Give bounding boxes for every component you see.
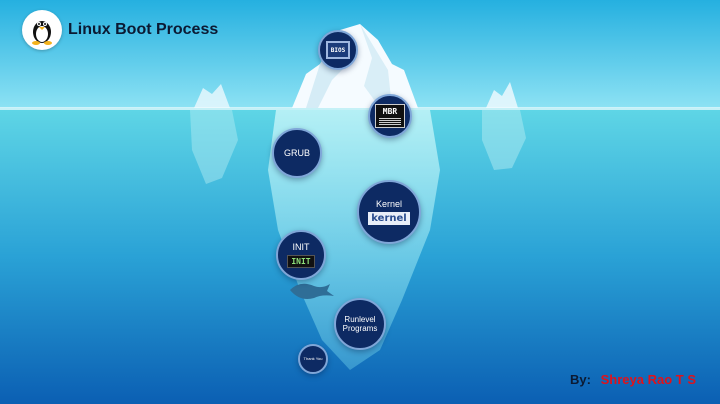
main-iceberg-body — [268, 110, 440, 370]
kernel-node[interactable]: Kernel kernel — [357, 180, 421, 244]
thank-you-label: Thank You — [303, 355, 323, 361]
page-title: Linux Boot Process — [68, 21, 219, 38]
whale-icon — [290, 283, 334, 299]
thank-you-node[interactable]: Thank You — [298, 344, 328, 374]
header: Linux Boot Process — [22, 10, 218, 50]
kernel-label: Kernel — [375, 198, 402, 209]
init-terminal-label: INIT — [287, 255, 315, 269]
by-label: By: — [570, 372, 591, 387]
bios-node[interactable]: BIOS — [318, 30, 358, 70]
grub-node[interactable]: GRUB — [272, 128, 322, 178]
mbr-chip-icon: MBR — [375, 104, 405, 128]
runlevel-programs-node[interactable]: Runlevel Programs — [334, 298, 386, 350]
right-iceberg — [482, 82, 526, 170]
tux-penguin-icon — [22, 10, 62, 50]
left-iceberg — [190, 84, 238, 184]
mbr-partition-bars — [379, 118, 401, 125]
init-node[interactable]: INIT INIT — [276, 230, 326, 280]
bios-chip-label: BIOS — [330, 46, 346, 54]
runlevel-label: Runlevel Programs — [342, 314, 378, 333]
bios-chip-icon: BIOS — [326, 41, 350, 59]
grub-label: GRUB — [283, 147, 310, 158]
author-credit: By: Shreya Rao T S — [570, 372, 696, 387]
kernel-logo: kernel — [368, 212, 410, 226]
mbr-node[interactable]: MBR — [368, 94, 412, 138]
author-name: Shreya Rao T S — [600, 372, 696, 387]
mbr-chip-label: MBR — [382, 107, 398, 116]
init-label: INIT — [292, 241, 310, 252]
waterline — [0, 107, 720, 110]
